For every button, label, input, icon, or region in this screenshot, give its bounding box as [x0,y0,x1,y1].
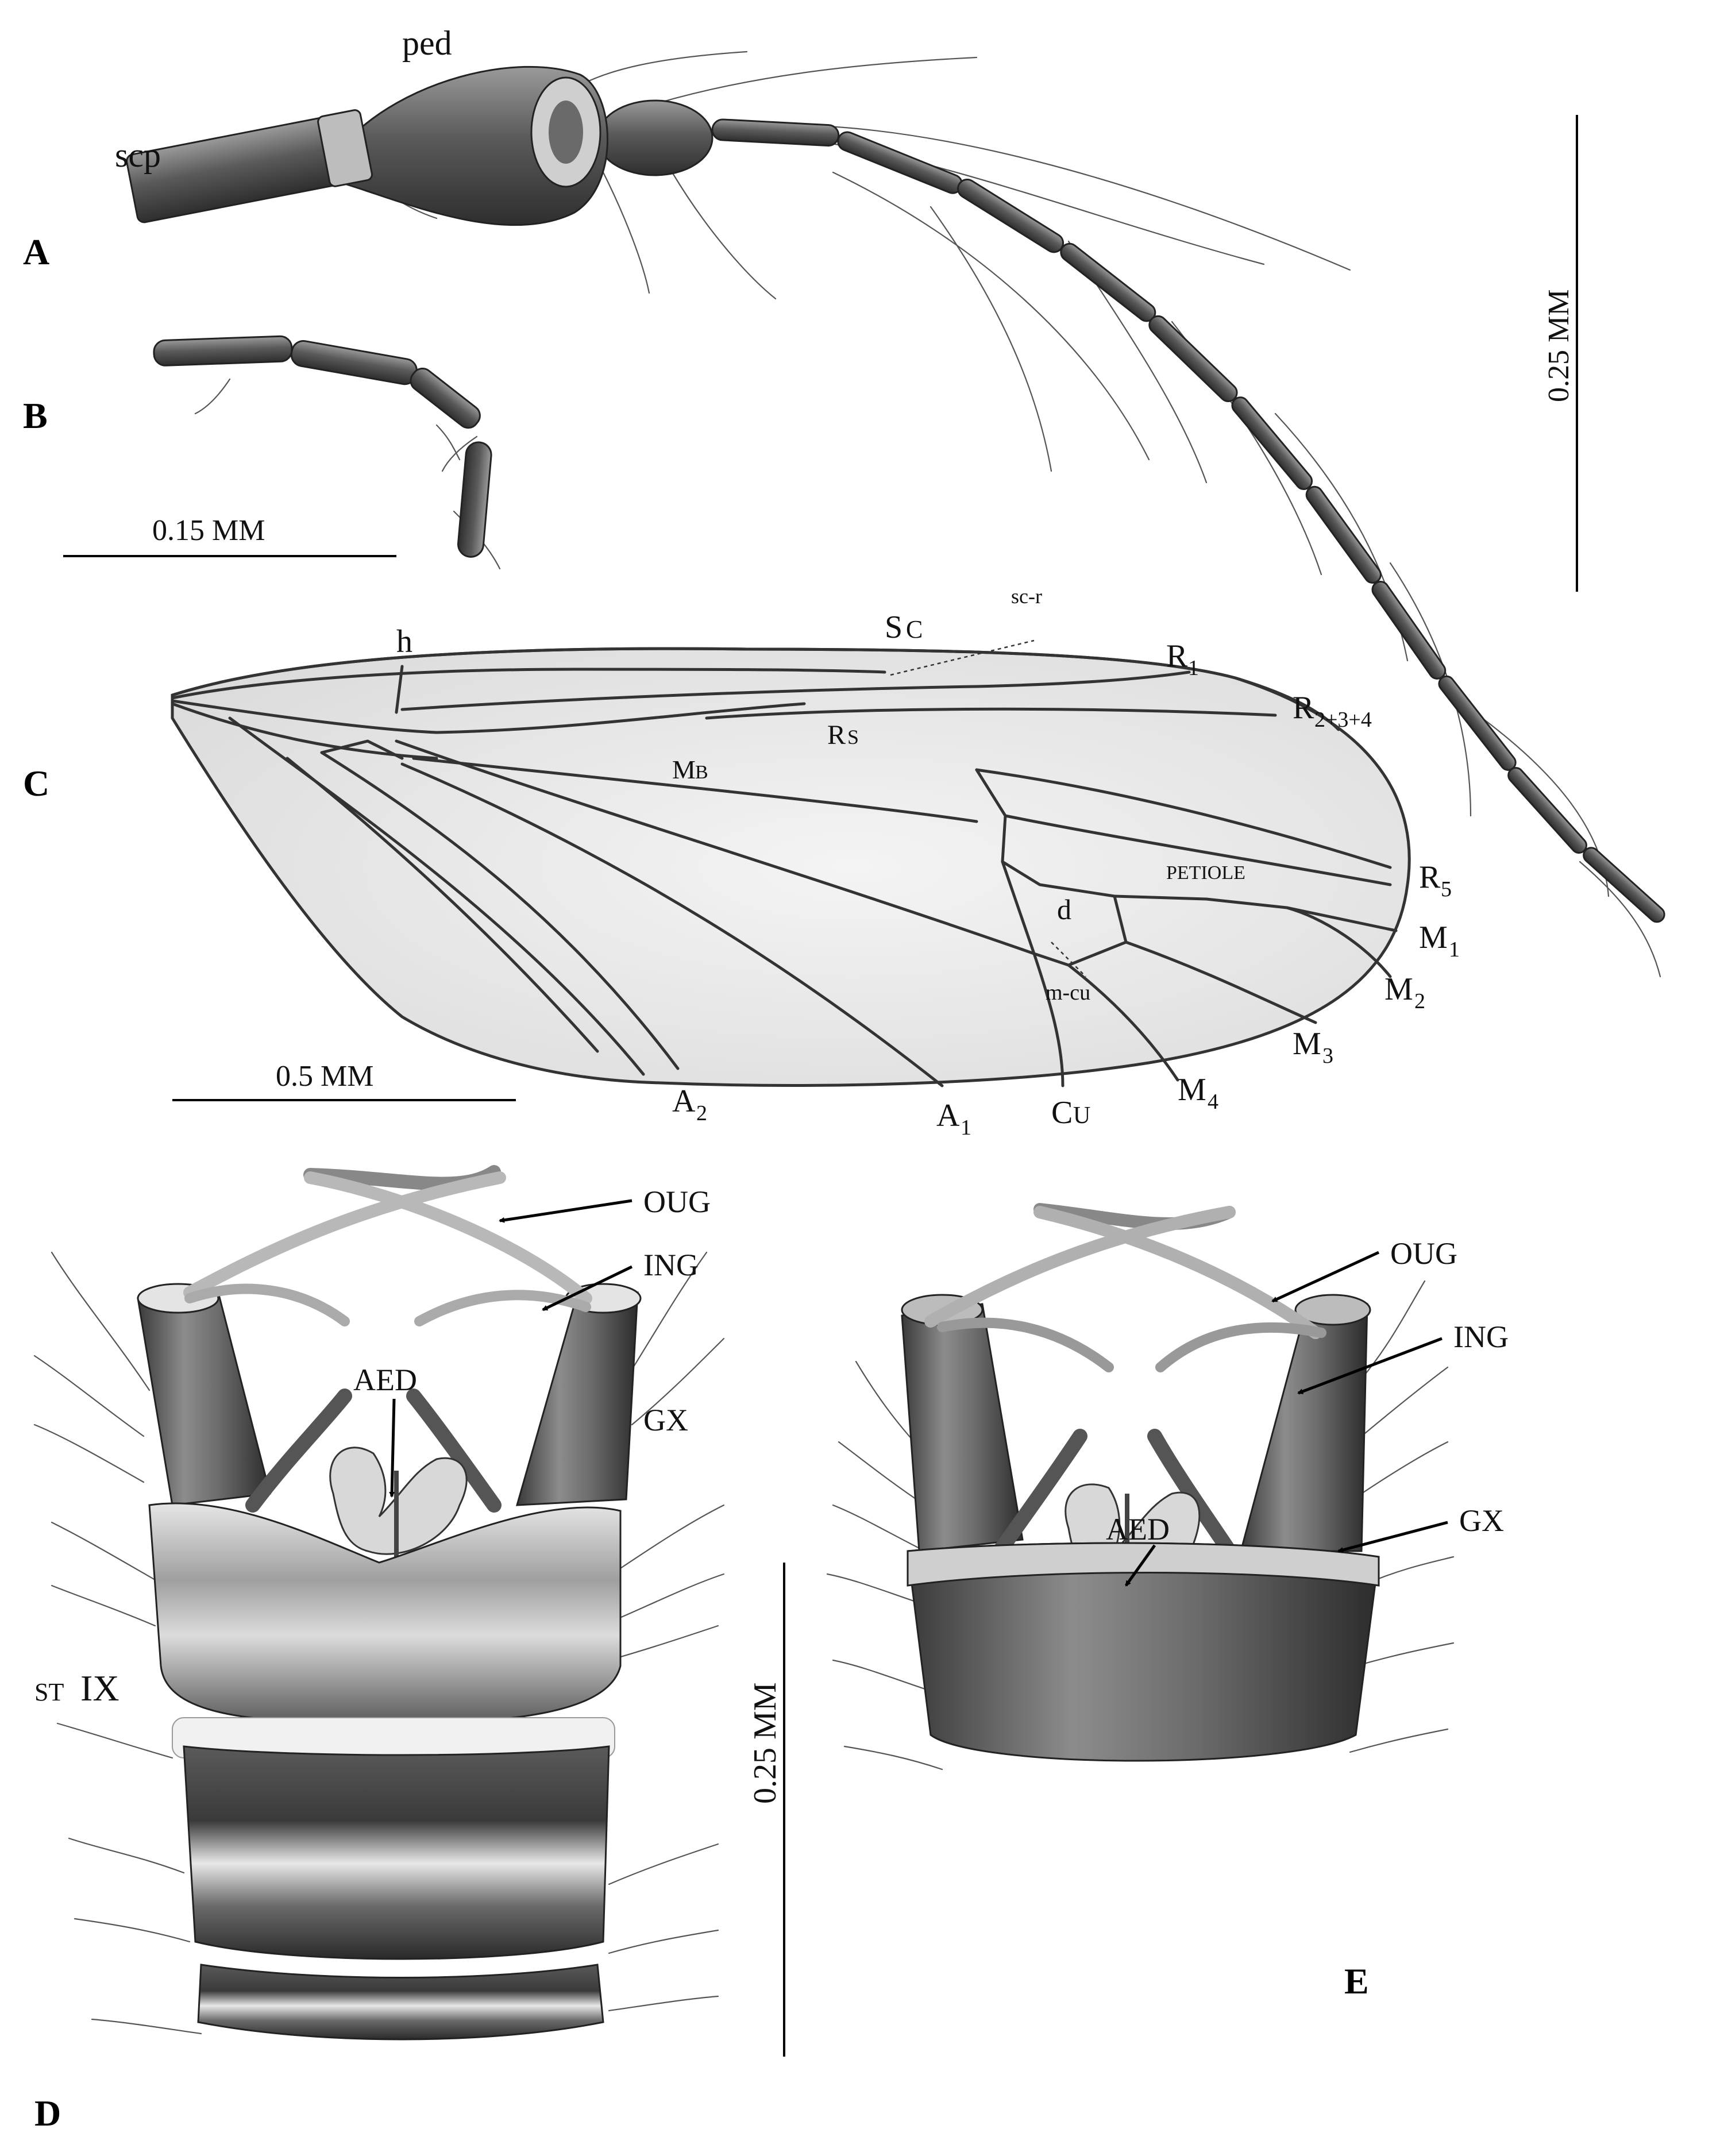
svg-text:C: C [906,615,923,643]
svg-text:IX: IX [80,1668,119,1708]
svg-text:M: M [1419,920,1448,955]
label-ing-d: ING [643,1248,699,1282]
svg-text:S: S [885,610,903,645]
vein-label-sc: S C [885,610,923,645]
vein-label-m1: M 1 [1419,920,1460,962]
label-aed-d: AED [353,1363,417,1397]
svg-text:R: R [827,720,846,750]
svg-text:4: 4 [1208,1090,1218,1114]
vein-label-r5: R 5 [1419,859,1452,901]
svg-text:M: M [1384,971,1413,1007]
hypopygium-d-drawing [33,1165,725,2041]
vein-label-rs: R S [827,720,859,750]
svg-text:1: 1 [961,1116,971,1140]
panel-label-a: A [23,232,49,272]
arrow-ing-d [542,1265,633,1312]
palpus-drawing [153,335,501,570]
panel-label-e: E [1344,1961,1369,2001]
arrow-oug-d [499,1199,632,1223]
arrow-gx-e [1337,1521,1448,1553]
wing-scale-label: 0.5 MM [276,1060,373,1093]
label-oug-e: OUG [1390,1236,1457,1271]
antenna-scale-label: 0.25 MM [1542,290,1575,402]
vein-label-h: h [396,624,412,659]
scape-label: scp [115,136,161,174]
label-gx-e: GX [1459,1503,1504,1538]
svg-text:A: A [936,1098,960,1133]
vein-label-sc-r: sc-r [1011,585,1042,608]
vein-label-r1: R 1 [1166,638,1199,680]
label-ing-e: ING [1453,1320,1509,1354]
vein-label-a1: A 1 [936,1098,971,1140]
svg-text:2: 2 [1414,989,1425,1013]
antenna-drawing [126,51,1665,978]
vein-label-cu: C U [1051,1095,1090,1131]
svg-text:R: R [1293,690,1314,726]
vein-label-m4: M 4 [1178,1072,1218,1114]
arrow-aed-e [1124,1544,1156,1587]
svg-text:M: M [1293,1026,1321,1062]
label-aed-e: AED [1106,1512,1170,1546]
svg-text:C: C [1051,1095,1073,1131]
svg-text:M: M [672,755,696,784]
svg-text:R: R [1166,638,1188,674]
label-oug-d: OUG [643,1185,711,1219]
svg-text:ST: ST [34,1678,64,1706]
svg-text:A: A [672,1083,696,1119]
svg-text:M: M [1178,1072,1206,1108]
svg-text:1: 1 [1449,938,1460,962]
panel-label-c: C [23,763,49,804]
arrow-oug-e [1271,1251,1380,1303]
svg-text:U: U [1073,1102,1090,1129]
pedicel-label: ped [402,24,452,62]
wing-drawing [171,639,1411,1087]
vein-label-r234: R 2+3+4 [1293,690,1372,732]
svg-text:B: B [695,762,708,783]
vein-label-m-cu: m-cu [1046,981,1090,1005]
panel-label-b: B [23,395,48,436]
arrow-aed-d [389,1398,396,1498]
svg-text:S: S [847,726,859,749]
panel-label-d: D [34,2093,61,2134]
vein-label-a2: A 2 [672,1083,707,1125]
hypopygium-scale-label: 0.25 MM [747,1682,783,1804]
svg-text:2+3+4: 2+3+4 [1314,708,1372,732]
palpus-scale-label: 0.15 MM [152,514,265,547]
svg-text:2: 2 [696,1101,707,1125]
label-gx-d: GX [643,1403,688,1437]
arrow-ing-e [1297,1337,1443,1395]
svg-text:3: 3 [1322,1044,1333,1068]
hypopygium-e-drawing [826,1203,1455,1771]
vein-label-m3: M 3 [1293,1026,1333,1068]
cell-label-d: d [1057,893,1071,925]
label-st-ix: ST IX [34,1668,119,1708]
vein-label-petiole: PETIOLE [1166,862,1245,884]
vein-label-mb: M B [672,755,708,784]
svg-text:R: R [1419,859,1441,895]
vein-label-m2: M 2 [1384,971,1425,1013]
svg-text:1: 1 [1188,656,1199,680]
svg-text:5: 5 [1441,877,1452,901]
